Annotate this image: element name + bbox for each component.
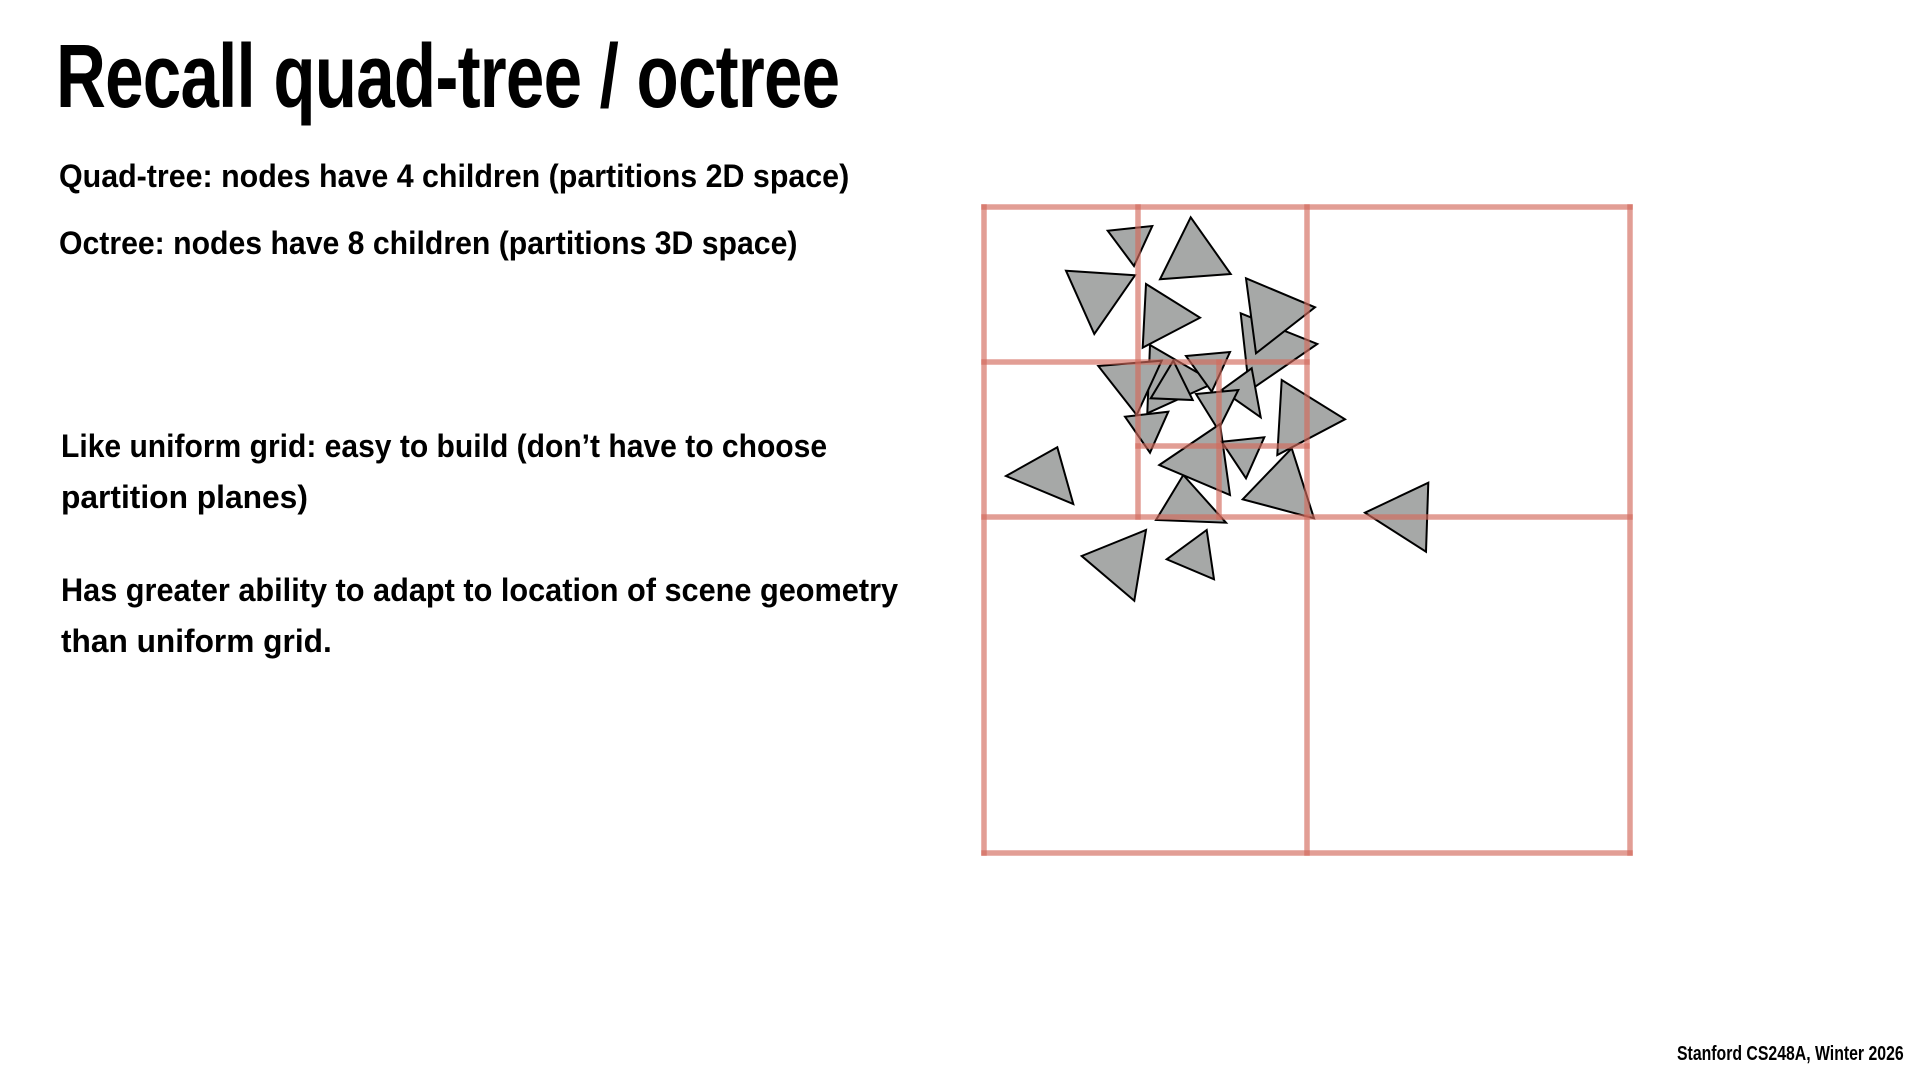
triangle-primitive (1164, 528, 1216, 581)
bullet-uniform-grid-line-2: partition planes) (61, 479, 308, 515)
triangle-primitive (1244, 276, 1317, 356)
triangle-primitive (1219, 366, 1263, 420)
footer-course-label: Stanford CS248A, Winter 2026 (1677, 1043, 1904, 1065)
triangle-primitive (1276, 378, 1348, 457)
triangle-primitive (1141, 282, 1203, 350)
triangle-primitive (1240, 446, 1316, 520)
slide-title: Recall quad-tree / octree (56, 27, 840, 127)
triangle-primitive (1239, 311, 1320, 393)
bullet-quadtree: Quad-tree: nodes have 4 children (partit… (59, 158, 850, 194)
triangle-primitive (1003, 445, 1075, 506)
triangle-primitive (1194, 388, 1241, 433)
bullet-octree: Octree: nodes have 8 children (partition… (59, 225, 798, 261)
partition-lines-group (981, 204, 1633, 856)
triangle-primitive (1096, 359, 1164, 417)
triangle-primitive (1148, 358, 1195, 402)
triangles-group (1003, 215, 1430, 603)
triangle-primitive (1123, 410, 1170, 455)
bullet-uniform-grid-line-1: Like uniform grid: easy to build (don’t … (61, 428, 828, 464)
triangle-primitive (1064, 269, 1137, 337)
triangle-primitive (1157, 422, 1232, 497)
triangle-primitive (1146, 343, 1218, 415)
triangle-primitive (1219, 436, 1266, 481)
bullet-adapt-line-1: Has greater ability to adapt to location… (61, 572, 899, 608)
bullet-adapt-line-2: than uniform grid. (61, 623, 332, 659)
triangle-primitive (1362, 481, 1430, 554)
triangle-primitive (1154, 473, 1229, 524)
triangle-primitive (1105, 224, 1154, 268)
triangle-primitive (1158, 215, 1233, 281)
triangle-primitive (1079, 528, 1148, 603)
triangle-primitive (1184, 350, 1232, 394)
